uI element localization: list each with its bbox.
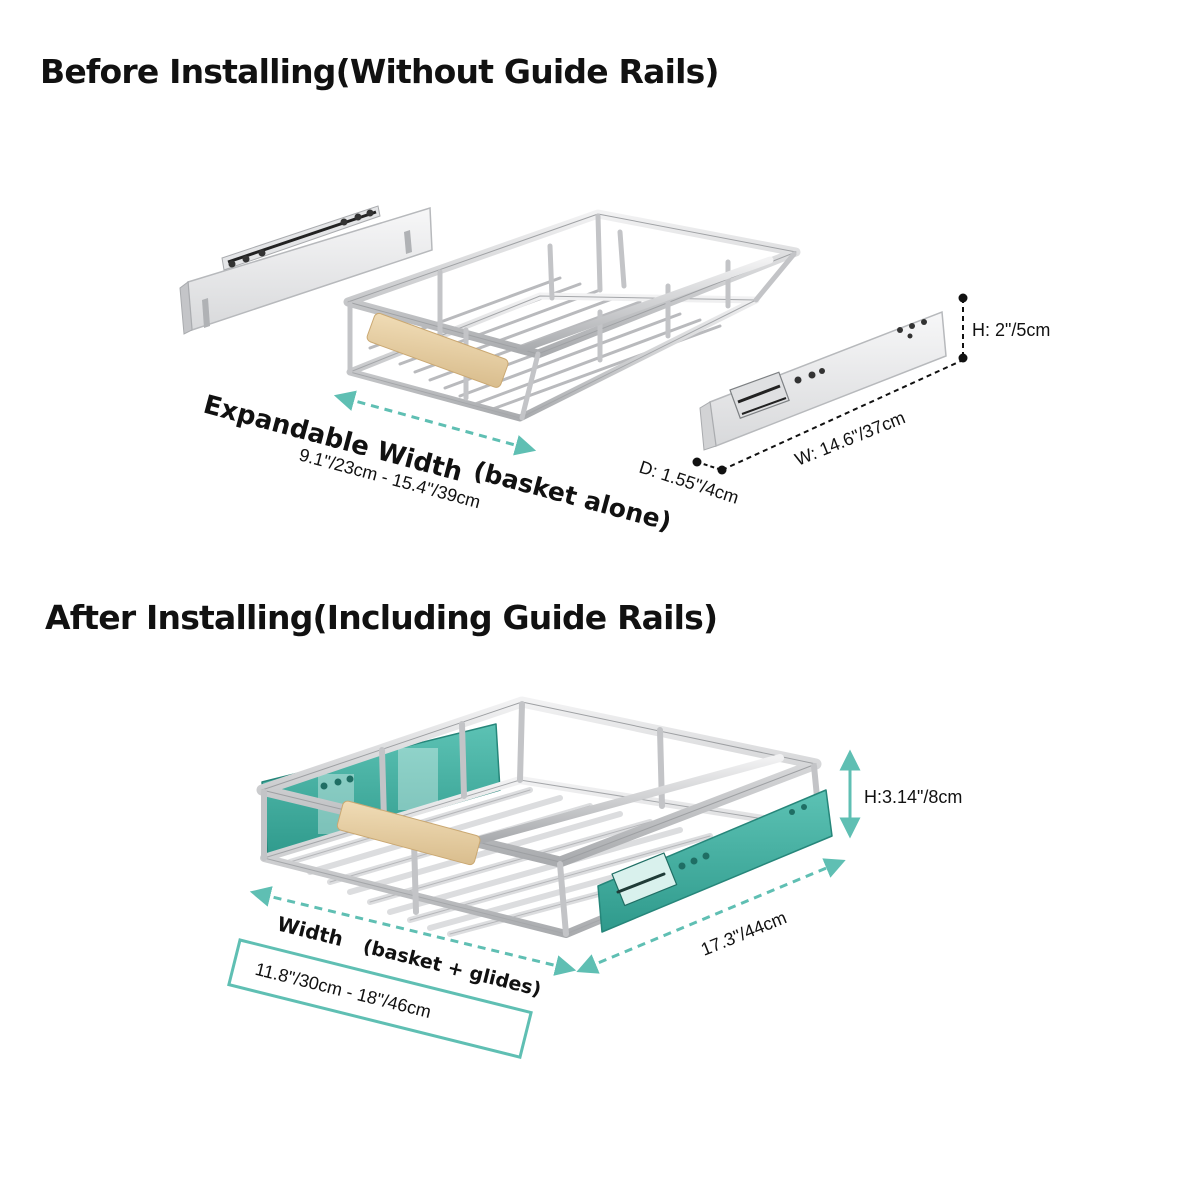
before-installing-heading: Before Installing(Without Guide Rails) [40, 52, 720, 91]
installed-depth-arrow [576, 858, 846, 974]
installed-width-arrow [249, 886, 577, 976]
rail-height-dimension [958, 293, 968, 363]
installed-width-title: Width [275, 912, 346, 952]
rail-width-label: W: 14.6"/37cm [792, 407, 908, 469]
rail-width-dimension [717, 359, 964, 475]
after-installing-heading: After Installing(Including Guide Rails) [45, 598, 718, 637]
rail-height-label: H: 2"/5cm [972, 320, 1050, 340]
dimension-endpoint-icon [958, 293, 968, 303]
installed-depth-label: 17.3"/44cm [698, 907, 789, 959]
left-guide-rail [179, 205, 433, 335]
expandable-width-arrow [333, 390, 537, 456]
rail-depth-label: D: 1.55"/4cm [637, 457, 742, 508]
dimension-endpoint-icon [692, 457, 702, 467]
rail-depth-dimension [692, 457, 723, 471]
installed-height-label: H:3.14"/8cm [864, 787, 962, 807]
right-guide-rail [699, 310, 947, 451]
installed-basket [256, 696, 833, 938]
dimension-endpoint-icon [717, 465, 727, 475]
